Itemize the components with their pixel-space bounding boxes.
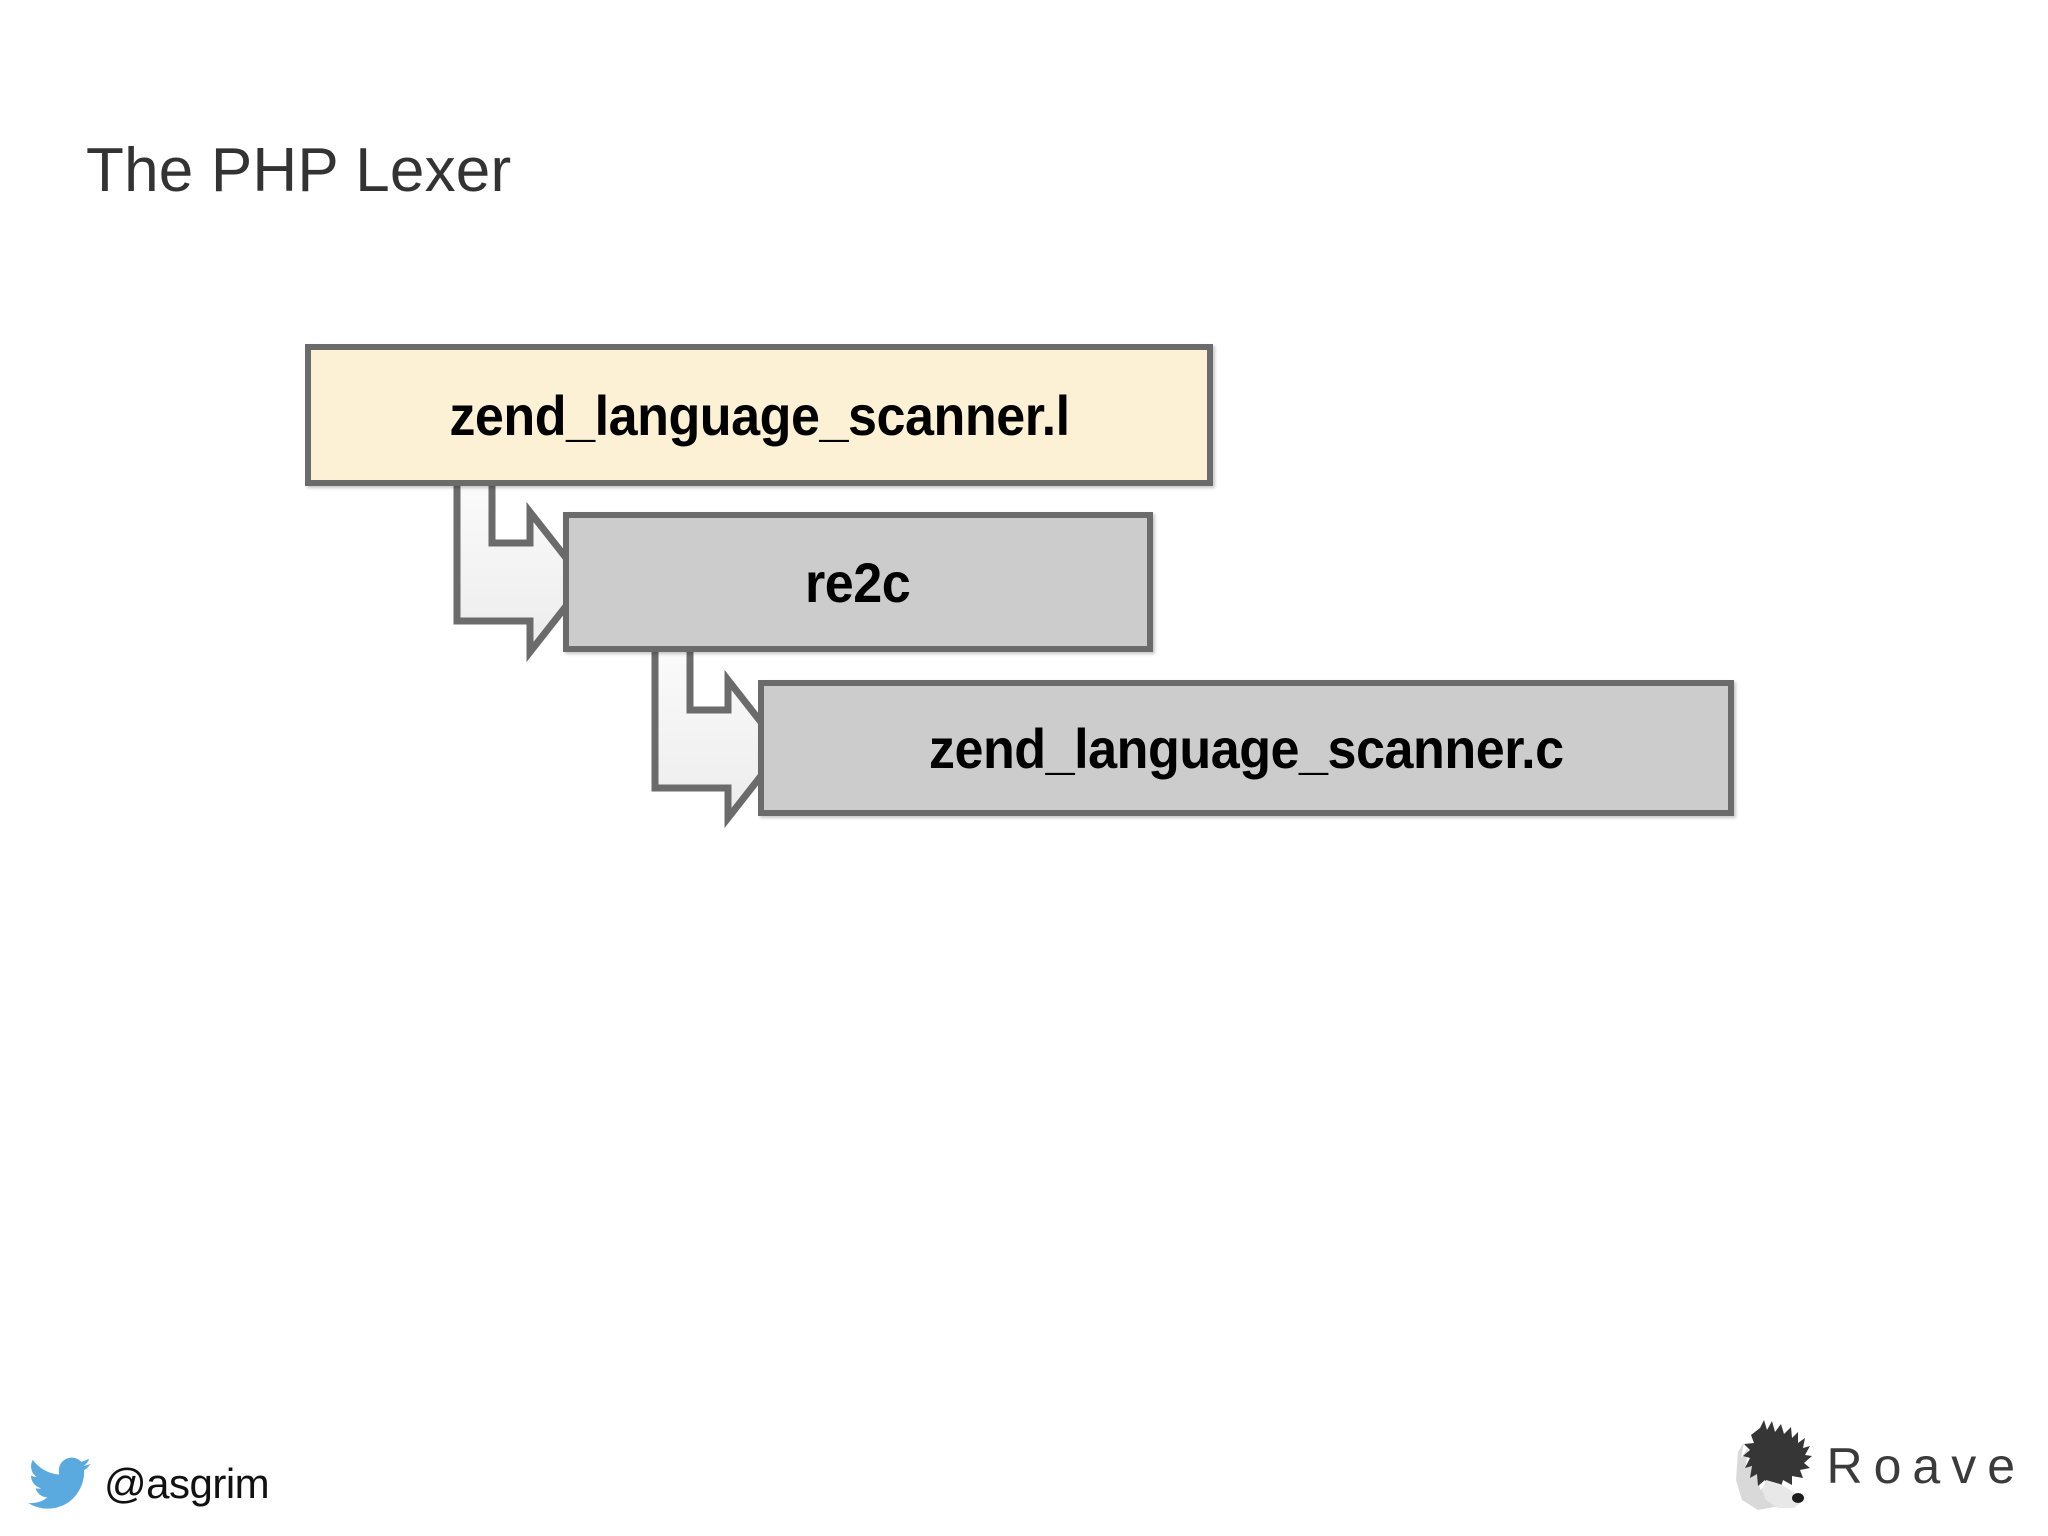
node-re2c[interactable]: re2c: [563, 512, 1153, 652]
node-label: re2c: [805, 550, 911, 614]
twitter-bird-icon: [28, 1456, 92, 1512]
roave-wordmark: Roave: [1826, 1438, 2026, 1494]
page-title: The PHP Lexer: [86, 136, 512, 205]
node-zend-language-scanner-c[interactable]: zend_language_scanner.c: [758, 680, 1734, 816]
node-zend-language-scanner-l[interactable]: zend_language_scanner.l: [305, 344, 1213, 486]
node-label: zend_language_scanner.l: [448, 383, 1070, 447]
roave-dog-icon: [1734, 1418, 1820, 1514]
roave-logo: Roave: [1734, 1418, 2030, 1514]
twitter-handle: @asgrim: [104, 1460, 270, 1507]
twitter-credit: @asgrim: [28, 1456, 270, 1512]
node-label: zend_language_scanner.c: [928, 716, 1564, 780]
